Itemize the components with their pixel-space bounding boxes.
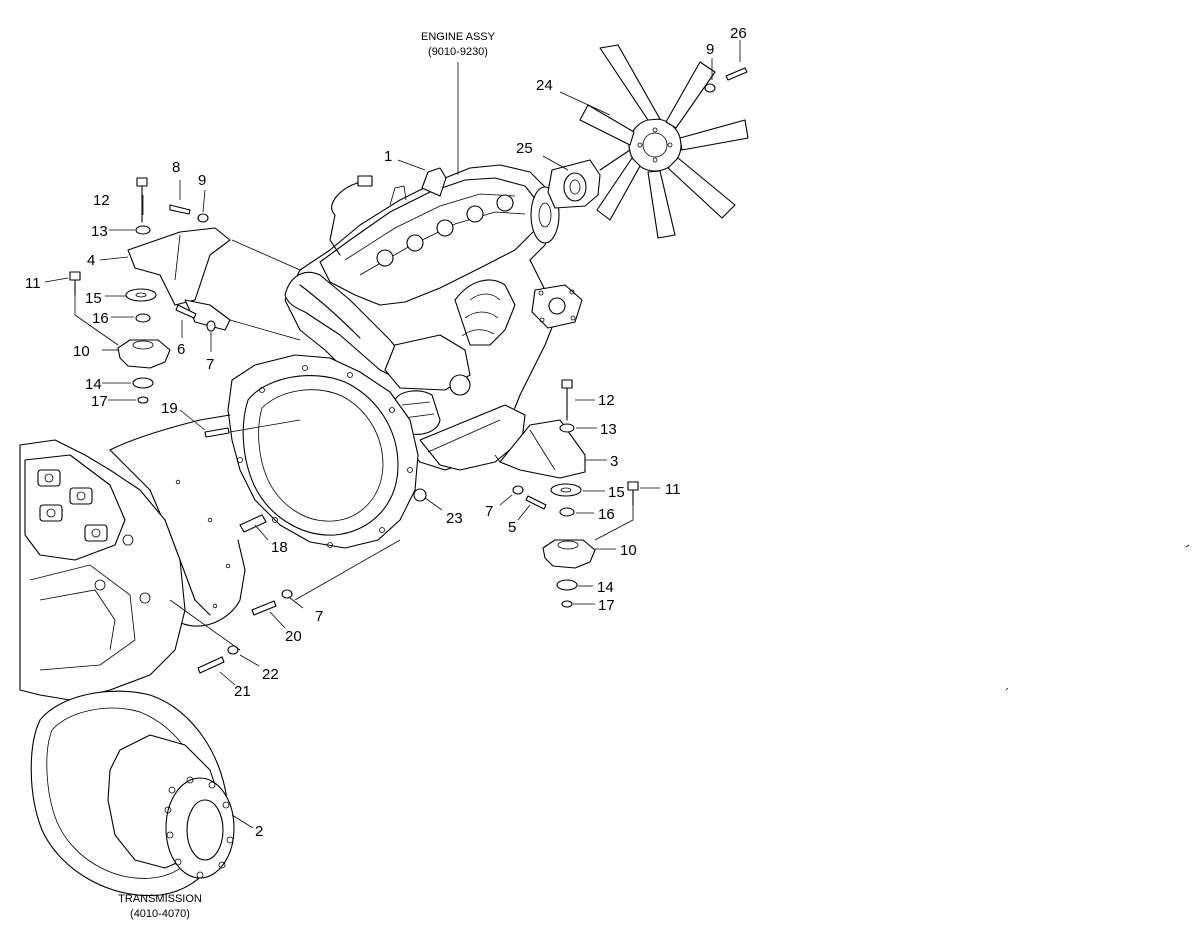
callout-14-right: 14 <box>597 579 614 596</box>
engine-assy-code: (9010-9230) <box>428 46 488 58</box>
callout-7-upper: 7 <box>206 356 214 373</box>
callout-25: 25 <box>516 140 533 157</box>
engine-assembly-drawing <box>284 164 583 471</box>
callout-15-left: 15 <box>85 290 102 307</box>
callout-4: 4 <box>87 252 95 269</box>
callout-19: 19 <box>161 400 178 417</box>
callout-3: 3 <box>610 453 618 470</box>
callout-12-left: 12 <box>93 192 110 209</box>
callout-11-right: 11 <box>665 481 681 498</box>
callout-12-right: 12 <box>598 392 615 409</box>
callout-10-left: 10 <box>73 343 90 360</box>
hardware-drawing <box>69 67 748 674</box>
callout-11-left: 11 <box>25 275 41 292</box>
speck-mark <box>1185 544 1190 548</box>
callout-7-right: 7 <box>485 503 493 520</box>
callout-21: 21 <box>234 683 251 700</box>
callout-10-right: 10 <box>620 542 637 559</box>
cooling-fan-drawing <box>547 44 749 239</box>
callout-14-left: 14 <box>85 376 102 393</box>
callout-26: 26 <box>730 25 747 42</box>
callout-18: 18 <box>271 539 288 556</box>
callout-9-right: 9 <box>706 41 714 58</box>
callout-16-right: 16 <box>598 506 615 523</box>
flywheel-housing-drawing <box>109 354 419 627</box>
callout-23: 23 <box>446 510 463 527</box>
transmission-drawing <box>19 439 186 701</box>
callout-numbers: 1 2 3 4 5 6 7 7 7 8 9 9 10 10 11 11 12 1… <box>25 25 747 840</box>
callout-13-right: 13 <box>600 421 617 438</box>
callout-17-right: 17 <box>598 597 615 614</box>
callout-20: 20 <box>285 628 302 645</box>
callout-5: 5 <box>508 519 516 536</box>
transmission-code: (4010-4070) <box>130 908 190 920</box>
engine-assy-title: ENGINE ASSY <box>421 31 496 43</box>
callout-24: 24 <box>536 77 553 94</box>
callout-16-left: 16 <box>92 310 109 327</box>
callout-17-left: 17 <box>91 393 108 410</box>
callout-9-left: 9 <box>198 172 206 189</box>
speck-mark <box>1005 687 1009 691</box>
callout-6: 6 <box>177 341 185 358</box>
callout-8: 8 <box>172 159 180 176</box>
callout-1: 1 <box>384 148 392 165</box>
callout-22: 22 <box>262 666 279 683</box>
leader-lines <box>44 40 741 829</box>
callout-7-lower: 7 <box>315 608 323 625</box>
callout-15-right: 15 <box>608 484 625 501</box>
coupling-flange-drawing <box>30 690 235 897</box>
callout-2: 2 <box>255 823 263 840</box>
callout-13-left: 13 <box>91 223 108 240</box>
captions: ENGINE ASSY (9010-9230) TRANSMISSION (40… <box>118 31 496 920</box>
transmission-title: TRANSMISSION <box>118 893 202 905</box>
